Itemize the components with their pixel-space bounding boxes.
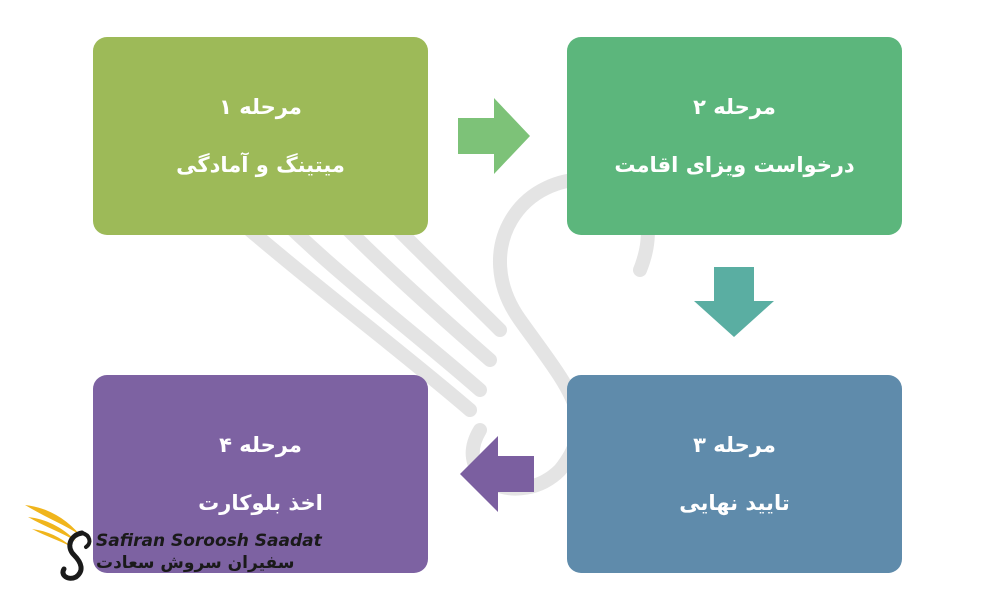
step-4-description: اخذ بلوکارت [198, 491, 323, 515]
step-1-title: مرحله ۱ [219, 95, 302, 119]
step-3-description: تایید نهایی [679, 491, 790, 515]
step-2-title: مرحله ۲ [693, 95, 776, 119]
step-1-description: میتینگ و آمادگی [176, 153, 345, 177]
brand-logo: Safiran Soroosh Saadat سفیران سروش سعادت [20, 495, 322, 585]
golden-swan-logo-icon [25, 505, 92, 581]
step-3-title: مرحله ۳ [693, 433, 776, 457]
logo-text-english: Safiran Soroosh Saadat [96, 531, 322, 551]
step-4-box: مرحله ۴ اخذ بلوکارت [93, 375, 428, 573]
arrow-down-icon [694, 267, 774, 337]
arrow-right-icon [458, 98, 530, 174]
step-3-box: مرحله ۳ تایید نهایی [567, 375, 902, 573]
step-2-description: درخواست ویزای اقامت [614, 153, 855, 177]
logo-text-persian: سفیران سروش سعادت [96, 553, 295, 573]
step-1-box: مرحله ۱ میتینگ و آمادگی [93, 37, 428, 235]
step-4-title: مرحله ۴ [219, 433, 302, 457]
step-2-box: مرحله ۲ درخواست ویزای اقامت [567, 37, 902, 235]
arrow-left-icon [460, 436, 534, 512]
